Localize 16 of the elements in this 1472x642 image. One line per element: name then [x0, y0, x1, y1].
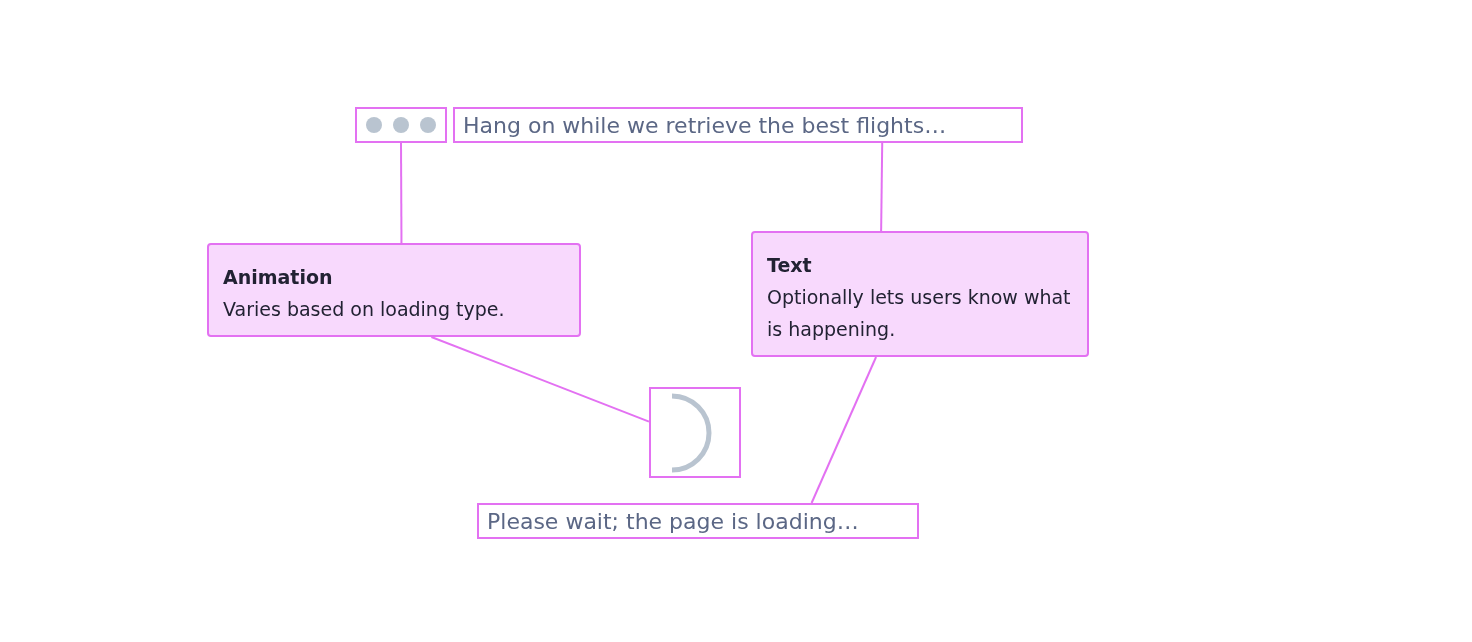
highlight-frame — [477, 503, 919, 539]
callout-title: Text — [767, 253, 813, 278]
loading-message: Please wait; the page is loading… — [487, 508, 859, 534]
callout-description: Optionally lets users know what is happening. — [767, 285, 1072, 342]
highlight-frame — [355, 107, 447, 143]
loading-message: Hang on while we retrieve the best flights… — [463, 112, 947, 138]
highlight-frame — [453, 107, 1023, 143]
leader-line — [430, 336, 650, 423]
leader-line — [400, 142, 403, 244]
callout-box — [751, 231, 1089, 357]
leader-line — [880, 142, 884, 232]
callout-box — [207, 243, 581, 337]
highlight-frame — [649, 387, 741, 478]
callout-description: Varies based on loading type. — [223, 297, 506, 322]
leader-line — [810, 356, 878, 504]
callout-title: Animation — [223, 265, 334, 290]
